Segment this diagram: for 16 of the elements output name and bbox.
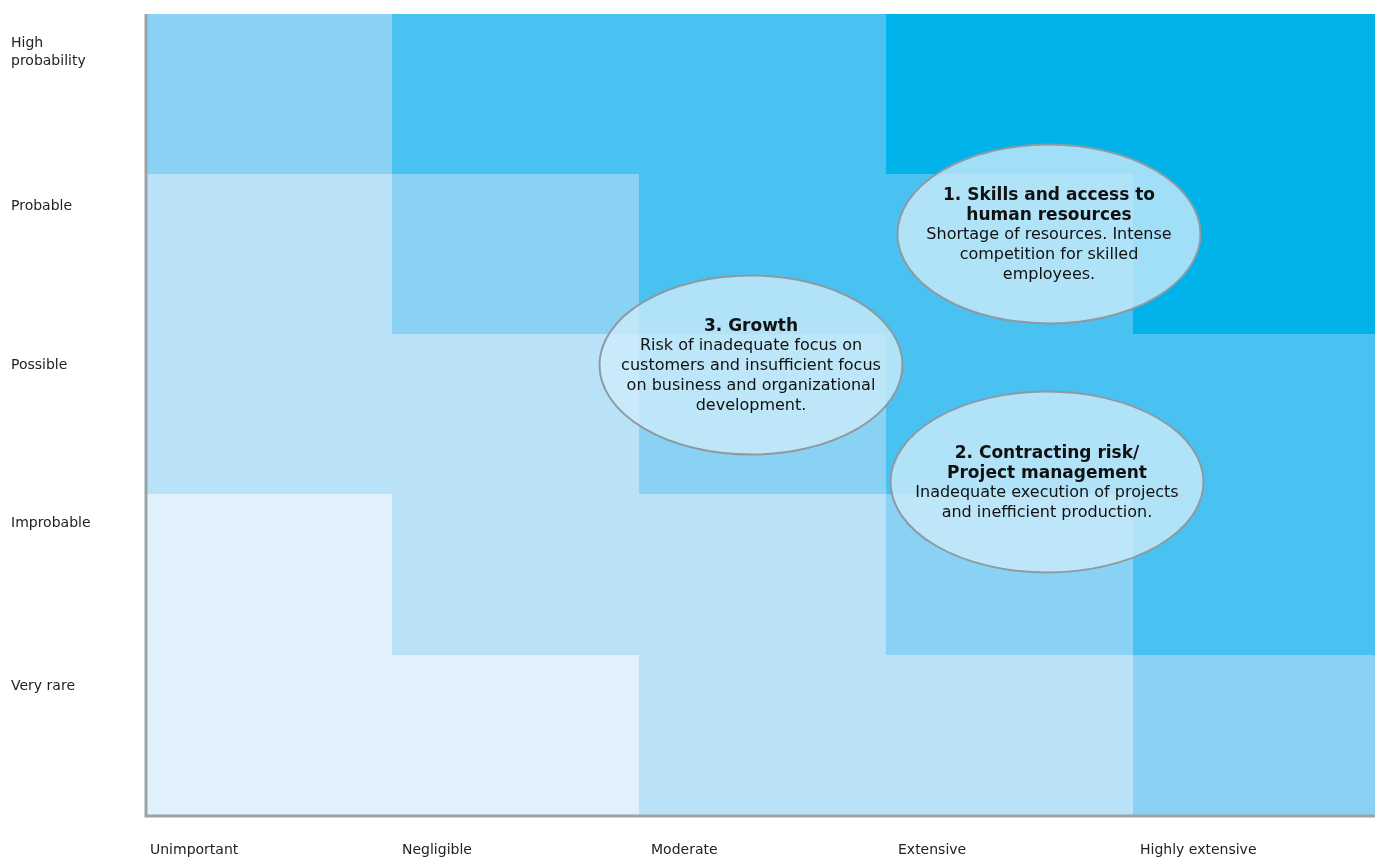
risk-description: Shortage of resources. Intense competition for skilled employees. xyxy=(925,224,1173,284)
risk-heading: 1. Skills and access to human resources xyxy=(941,184,1157,224)
probability-label: Possible xyxy=(11,355,69,373)
probability-label: Probable xyxy=(11,196,74,214)
impact-label: Extensive xyxy=(898,840,968,858)
impact-label: Negligible xyxy=(402,840,473,858)
probability-label: High probability xyxy=(11,33,87,69)
probability-label: Very rare xyxy=(11,676,76,694)
risk-description: Risk of inadequate focus on customers and insufficient focus on business and organizational development. xyxy=(620,335,882,415)
probability-label: Improbable xyxy=(11,513,92,531)
risk-heading: 2. Contracting risk/ Project management xyxy=(946,442,1148,482)
impact-label: Highly extensive xyxy=(1140,840,1258,858)
risk-heading: 3. Growth xyxy=(703,315,799,335)
impact-label: Unimportant xyxy=(150,840,240,858)
impact-label: Moderate xyxy=(651,840,719,858)
risk-description: Inadequate execution of projects and inefficient production. xyxy=(914,482,1180,522)
